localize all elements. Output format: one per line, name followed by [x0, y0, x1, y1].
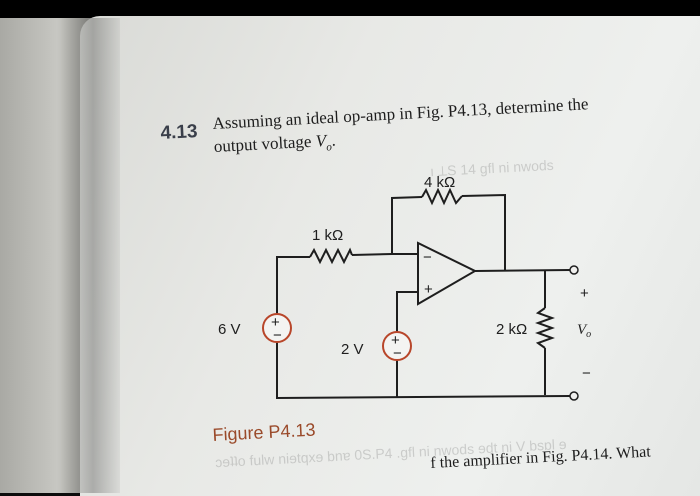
opamp-symbol — [417, 241, 478, 306]
output-terminal-bottom — [569, 391, 579, 401]
label-2k: 2 kΩ — [496, 321, 527, 338]
left-page — [0, 18, 95, 493]
label-2v: 2 V — [341, 341, 364, 358]
vo-minus-sign: − — [582, 365, 591, 382]
book-page — [80, 16, 700, 496]
vo-label-var: V — [577, 322, 588, 338]
label-6v: 6 V — [218, 321, 241, 338]
label-1k: 1 kΩ — [312, 227, 343, 244]
output-terminal-top — [569, 265, 579, 275]
spine-shadow — [60, 18, 120, 493]
voltage-source-2v — [382, 331, 412, 361]
source-6v-plus: + — [271, 314, 280, 331]
opamp-minus-label: − — [423, 249, 432, 266]
resistor-4k — [421, 187, 463, 206]
vo-plus-sign: + — [580, 285, 589, 302]
vo-label: Vo — [577, 322, 591, 340]
resistor-2k — [535, 307, 555, 349]
photo-top-edge — [0, 0, 700, 20]
resistor-1k — [309, 247, 353, 265]
voltage-source-6v — [262, 313, 292, 343]
vo-label-sub: o — [586, 329, 591, 340]
opamp-plus-label: + — [424, 281, 433, 298]
source-6v-minus: − — [273, 327, 282, 344]
circuit-wires — [276, 187, 571, 400]
source-2v-plus: + — [391, 332, 400, 349]
label-4k: 4 kΩ — [424, 174, 455, 191]
source-2v-minus: − — [393, 345, 402, 362]
